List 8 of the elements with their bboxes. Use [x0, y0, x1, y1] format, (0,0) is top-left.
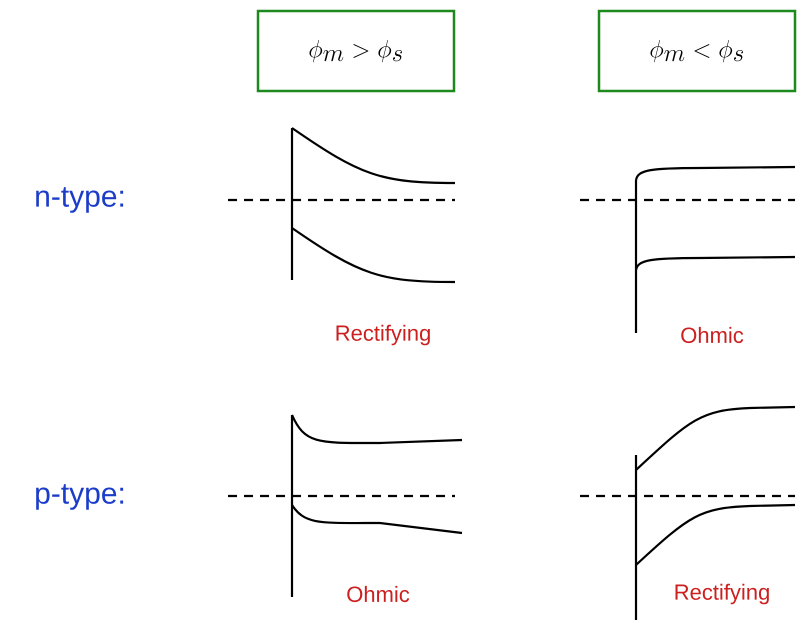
formula-box: $\phi_m < \phi_s$	[598, 10, 796, 92]
contact-label: Ohmic	[347, 586, 410, 602]
formula-box: $\phi_m > \phi_s$	[256, 10, 456, 92]
row-label: n-type:	[36, 187, 124, 213]
contact-label: Rectifying	[676, 584, 769, 604]
row-label: p-type:	[36, 484, 124, 510]
contact-label: Ohmic	[681, 326, 744, 344]
contact-label: Rectifying	[336, 324, 430, 346]
